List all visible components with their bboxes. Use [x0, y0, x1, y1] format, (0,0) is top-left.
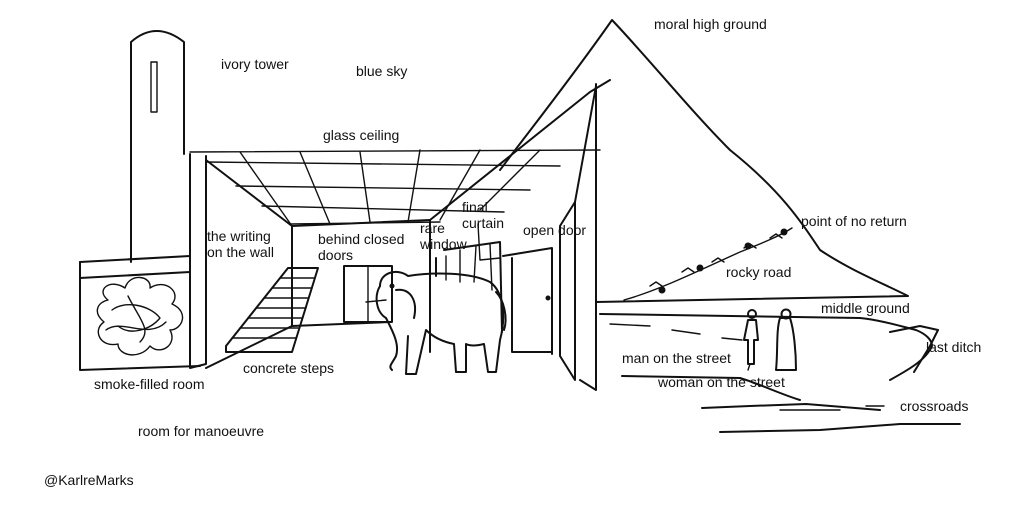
woman-figure	[775, 308, 797, 371]
label-concrete-steps: concrete steps	[243, 360, 335, 376]
label-ivory-tower: ivory tower	[221, 56, 289, 72]
moral-high-ground-mountain	[499, 19, 909, 303]
label-moral-high-ground: moral high ground	[654, 16, 767, 32]
label-behind-closed-doors: behind closed doors	[318, 231, 405, 263]
closed-door	[343, 265, 393, 323]
last-ditch-drawing	[889, 325, 939, 373]
label-crossroads: crossroads	[900, 398, 969, 414]
elephant-drawing	[365, 270, 507, 375]
rocky-road-drawing	[623, 227, 793, 301]
label-rocky-road: rocky road	[726, 264, 792, 280]
label-blue-sky: blue sky	[356, 63, 408, 79]
label-writing-on-the-wall: the writing on the wall	[207, 228, 274, 260]
open-door	[502, 247, 553, 355]
label-man-on-the-street: man on the street	[622, 350, 731, 366]
label-rare-window: rare window	[420, 220, 467, 252]
road-drawing	[599, 313, 961, 433]
label-smoke-filled-room: smoke-filled room	[94, 376, 205, 392]
glass-ceiling-grid	[189, 149, 601, 227]
concrete-steps-drawing	[225, 267, 319, 353]
ivory-tower	[130, 30, 185, 263]
room-walls	[189, 79, 611, 391]
man-figure	[743, 309, 759, 371]
label-middle-ground: middle ground	[821, 300, 910, 316]
author-credit: @KarlreMarks	[44, 472, 134, 488]
label-last-ditch: last ditch	[926, 339, 982, 355]
label-final-curtain: final curtain	[462, 199, 505, 231]
label-glass-ceiling: glass ceiling	[323, 127, 400, 143]
smoke-filled-room-box	[79, 255, 201, 371]
label-woman-on-the-street: woman on the street	[658, 374, 785, 390]
label-room-for-manoeuvre: room for manoeuvre	[138, 423, 265, 439]
label-open-door: open door	[523, 222, 587, 238]
label-point-of-no-return: point of no return	[801, 213, 907, 229]
